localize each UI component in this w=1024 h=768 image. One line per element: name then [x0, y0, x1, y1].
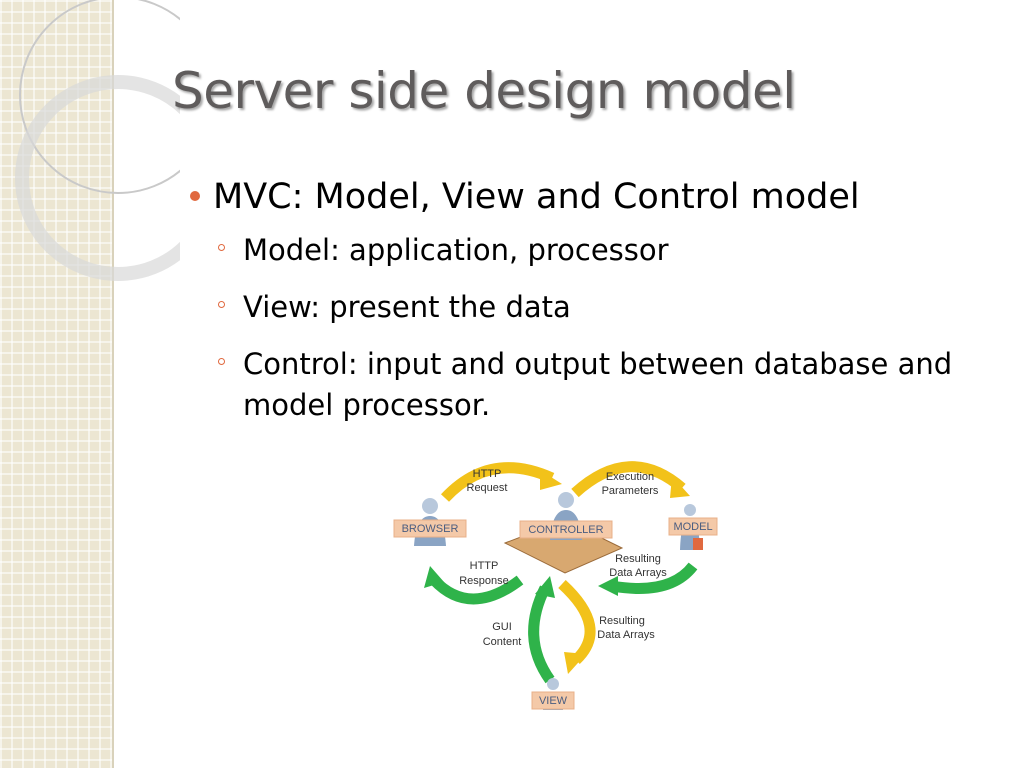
execution-parameters-label: Parameters	[602, 485, 659, 497]
resulting-data-arrays-label: Resulting	[615, 553, 661, 565]
mvc-diagram: BROWSER CONTROLLER MODEL VIEW HTTP Reque…	[390, 448, 730, 743]
sub-bullet-item: Control: input and output between databa…	[214, 344, 980, 426]
resulting-data-arrays-label: Resulting	[599, 615, 645, 627]
execution-parameters-arrow	[571, 461, 686, 498]
bullet-list: MVC: Model, View and Control model Model…	[190, 172, 980, 442]
view-node-label: VIEW	[539, 695, 568, 707]
sub-bullet-text: Control: input and output between databa…	[243, 347, 953, 422]
gui-content-label: GUI	[492, 621, 512, 633]
http-request-label: Request	[467, 482, 508, 494]
sub-bullet-text: View: present the data	[243, 290, 571, 324]
bullet-item: MVC: Model, View and Control model	[190, 172, 980, 222]
http-response-arrow	[430, 575, 524, 605]
gui-content-label: Content	[483, 636, 522, 648]
resulting-data-arrays-label: Data Arrays	[609, 567, 667, 579]
http-response-label: HTTP	[470, 560, 499, 572]
bullet-text: MVC: Model, View and Control model	[213, 177, 860, 217]
sub-bullet-item: View: present the data	[214, 287, 980, 328]
slide-title: Server side design model	[172, 62, 796, 120]
sub-bullet-item: Model: application, processor	[214, 230, 980, 271]
sub-bullet-list: Model: application, processor View: pres…	[214, 230, 980, 426]
http-request-label: HTTP	[473, 468, 502, 480]
sub-bullet-text: Model: application, processor	[243, 233, 669, 267]
decorative-side-band	[0, 0, 114, 768]
bullet-dot-icon	[190, 191, 200, 201]
http-response-label: Response	[459, 575, 509, 587]
resulting-data-arrays-label: Data Arrays	[597, 629, 655, 641]
bullet-ring-icon	[218, 358, 225, 365]
bullet-ring-icon	[218, 301, 225, 308]
data-arrays-to-view-arrow	[558, 579, 596, 665]
bullet-ring-icon	[218, 244, 225, 251]
data-arrays-from-model-arrow	[611, 562, 698, 594]
http-request-arrow	[440, 462, 555, 502]
controller-node-label: CONTROLLER	[528, 524, 603, 536]
model-node-label: MODEL	[673, 521, 712, 533]
browser-node-label: BROWSER	[402, 523, 459, 535]
execution-parameters-label: Execution	[606, 471, 654, 483]
gui-content-arrow	[528, 585, 555, 684]
